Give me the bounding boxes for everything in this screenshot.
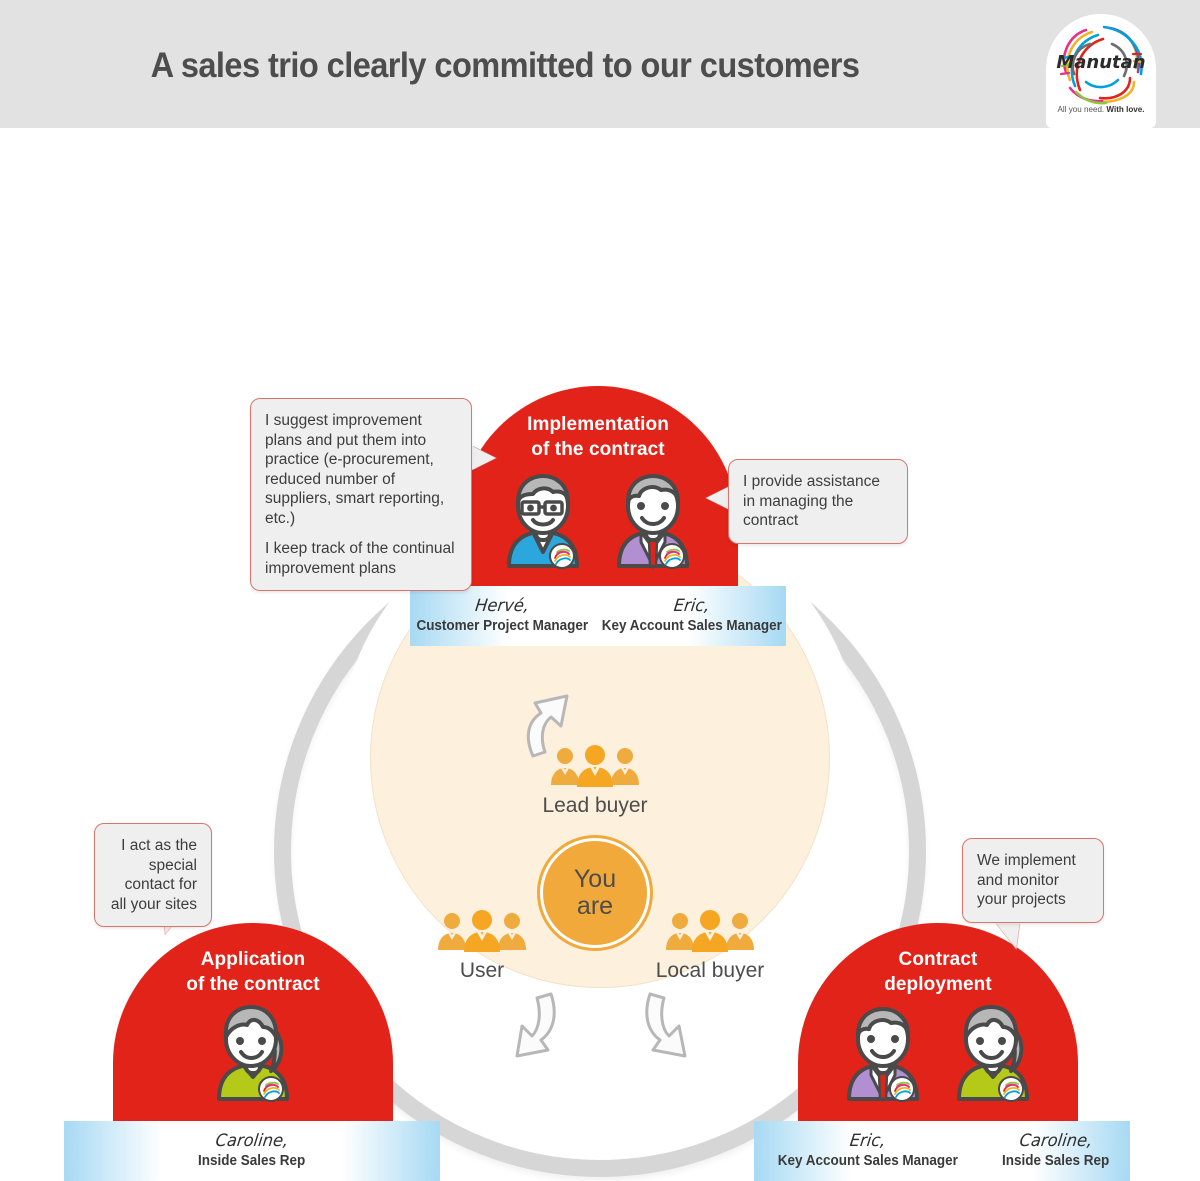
avatar-caroline [957,1005,1029,1102]
node-title-line2: of the contract [531,439,665,461]
person-role: Inside Sales Rep [198,1153,306,1170]
person-role: Key Account Sales Manager [777,1153,958,1170]
manutan-logo: Manutan All you need. With love. [1046,14,1156,128]
ribbon-person: Eric, Key Account Sales Manager [771,1131,965,1170]
node-implementation[interactable]: Implementation of the contract [458,386,738,606]
node-title-line2: of the contract [186,974,320,996]
person-name: Caroline, [214,1131,290,1152]
ribbon-implementation: Hervé, Customer Project Manager Eric, Ke… [410,586,786,646]
ribbon-person: Eric, Key Account Sales Manager [595,596,786,635]
bubble-text: I act as the special contact for all you… [110,837,197,913]
person-name: Eric, [848,1131,887,1152]
bubble-text: I provide assistance in managing the con… [743,473,880,530]
bubble-text: I suggest improvement plans and put them… [265,412,445,527]
arrow-down-right-icon [645,992,687,1058]
node-avatars [458,468,738,580]
ribbon-shape [754,1121,1130,1181]
bubble-text: I keep track of the continual improvemen… [265,540,455,577]
role-user: User [422,908,542,983]
node-title-line1: Contract [898,949,978,970]
node-title: Application of the contract [113,947,393,997]
person-name: Hervé, [474,596,531,617]
node-avatars [113,1001,393,1113]
ribbon-people: Hervé, Customer Project Manager Eric, Ke… [410,586,786,646]
person-name: Eric, [672,596,711,617]
role-lead-buyer: Lead buyer [535,743,655,818]
node-title-line1: Application [200,949,306,970]
node-title-line2: deployment [884,974,992,996]
role-local-buyer: Local buyer [650,908,770,983]
ribbon-person: Caroline, Inside Sales Rep [998,1131,1113,1170]
bubble-text: We implement and monitor your projects [977,852,1076,909]
node-title: Implementation of the contract [458,412,738,462]
ribbon-shape [64,1121,440,1181]
node-avatars [798,1001,1078,1113]
bubble-tail [706,486,730,510]
avatar-herve [507,474,579,569]
ribbon-people: Caroline, Inside Sales Rep [64,1121,440,1181]
role-label: User [459,959,505,982]
ribbon-person: Hervé, Customer Project Manager [410,596,595,635]
node-application[interactable]: Application of the contract [113,923,393,1123]
person-role: Customer Project Manager [416,618,589,635]
role-label: Local buyer [655,959,765,982]
page-title: A sales trio clearly committed to our cu… [150,46,860,85]
people-group-icon [438,910,526,952]
bubble-deployment: We implement and monitor your projects [962,838,1104,923]
logo-wordmark: Manutan [1056,52,1145,73]
node-deployment[interactable]: Contract deployment [798,923,1078,1123]
role-label: Lead buyer [542,794,648,817]
node-title: Contract deployment [798,947,1078,997]
logo-tagline-light: All you need. [1057,104,1107,114]
people-group-icon [666,910,754,952]
ribbon-shape [410,586,786,646]
bubble-application: I act as the special contact for all you… [94,823,212,928]
logo-fingerprint-icon: Manutan [1056,25,1146,105]
avatar-eric [847,1007,919,1103]
ribbon-application: Caroline, Inside Sales Rep [64,1121,440,1181]
ribbon-person: Caroline, Inside Sales Rep [194,1131,309,1170]
bubble-implementation-right: I provide assistance in managing the con… [728,459,908,544]
arrow-up-icon [526,694,569,758]
ribbon-people: Eric, Key Account Sales Manager Caroline… [754,1121,1130,1181]
bubble-implementation-left: I suggest improvement plans and put them… [250,398,472,592]
people-group-icon [551,745,639,787]
arrow-down-left-icon [515,992,556,1058]
avatar-caroline [217,1005,289,1102]
person-role: Inside Sales Rep [1002,1153,1110,1170]
ribbon-deployment: Eric, Key Account Sales Manager Caroline… [754,1121,1130,1181]
bubble-tail [472,446,496,470]
page-header: A sales trio clearly committed to our cu… [0,0,1200,128]
logo-tagline: All you need. With love. [1049,104,1154,114]
logo-tagline-bold: With love. [1106,104,1145,114]
node-title-line1: Implementation [527,414,669,435]
avatar-eric [617,474,689,570]
person-name: Caroline, [1018,1131,1094,1152]
person-role: Key Account Sales Manager [601,618,782,635]
